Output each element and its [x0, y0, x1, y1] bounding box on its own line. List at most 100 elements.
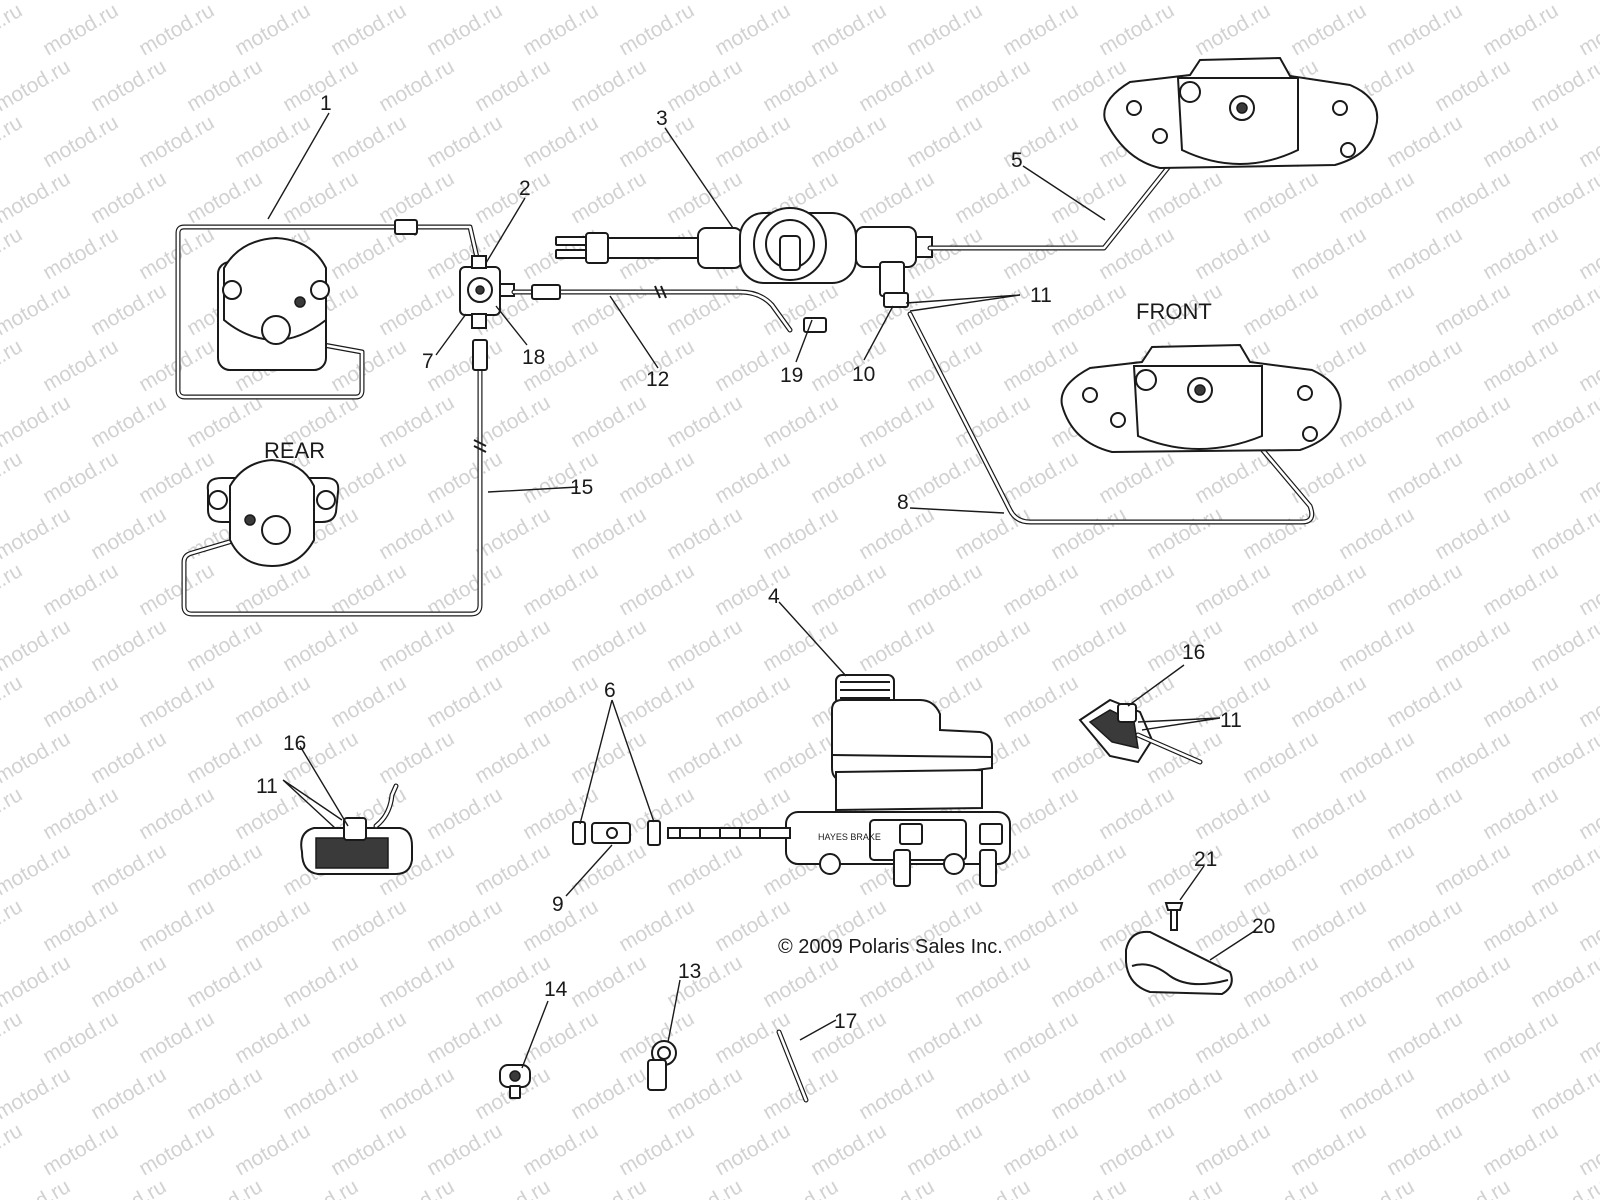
watermark-text: motod.ru [567, 1175, 650, 1200]
watermark-text: motod.ru [1383, 1119, 1466, 1180]
watermark-text: motod.ru [39, 1119, 122, 1180]
watermark-text: motod.ru [39, 0, 122, 60]
watermark-text: motod.ru [1383, 335, 1466, 396]
pushrod-clevis-assembly [572, 820, 791, 846]
watermark-text: motod.ru [1527, 55, 1600, 116]
watermark-text: motod.ru [951, 615, 1034, 676]
watermark-text: motod.ru [327, 559, 410, 620]
watermark-text: motod.ru [327, 335, 410, 396]
callout-4: 4 [768, 585, 780, 608]
watermark-text: motod.ru [1431, 503, 1514, 564]
watermark-text: motod.ru [1575, 559, 1600, 620]
watermark-text: motod.ru [1287, 0, 1370, 60]
callout-12: 12 [646, 368, 669, 391]
watermark-text: motod.ru [87, 279, 170, 340]
watermark-text: motod.ru [951, 1175, 1034, 1200]
watermark-text: motod.ru [0, 839, 74, 900]
watermark-text: motod.ru [759, 951, 842, 1012]
watermark-text: motod.ru [471, 839, 554, 900]
watermark-text: motod.ru [663, 1175, 746, 1200]
clamp-20 [1125, 930, 1233, 996]
watermark-text: motod.ru [615, 0, 698, 60]
watermark-text: motod.ru [0, 783, 26, 844]
watermark-text: motod.ru [0, 559, 26, 620]
master-cylinder: HAYES BRAKE [785, 674, 1011, 887]
watermark-text: motod.ru [1047, 503, 1130, 564]
front-section-label: FRONT [1136, 299, 1212, 324]
watermark-text: motod.ru [87, 0, 170, 4]
watermark-text: motod.ru [903, 559, 986, 620]
watermark-text: motod.ru [1143, 1175, 1226, 1200]
watermark-text: motod.ru [1143, 1063, 1226, 1124]
watermark-text: motod.ru [1095, 783, 1178, 844]
watermark-text: motod.ru [567, 391, 650, 452]
watermark-text: motod.ru [1575, 671, 1600, 732]
watermark-text: motod.ru [0, 1119, 26, 1180]
brake-tee-junction [459, 255, 515, 329]
callout-13: 13 [678, 960, 701, 983]
watermark-text: motod.ru [1335, 1175, 1418, 1200]
hose-clip-14 [499, 1064, 531, 1099]
watermark-text: motod.ru [1287, 1119, 1370, 1180]
watermark-text: motod.ru [1335, 503, 1418, 564]
watermark-text: motod.ru [1287, 223, 1370, 284]
watermark-text: motod.ru [39, 559, 122, 620]
watermark-text: motod.ru [903, 111, 986, 172]
watermark-text: motod.ru [1383, 223, 1466, 284]
watermark-text: motod.ru [1383, 1007, 1466, 1068]
watermark-text: motod.ru [1431, 391, 1514, 452]
callout-19: 19 [780, 364, 803, 387]
watermark-text: motod.ru [471, 727, 554, 788]
watermark-text: motod.ru [807, 559, 890, 620]
watermark-text: motod.ru [855, 391, 938, 452]
watermark-text: motod.ru [807, 447, 890, 508]
watermark-text: motod.ru [87, 391, 170, 452]
watermark-text: motod.ru [183, 727, 266, 788]
front-caliper-lower [1060, 343, 1342, 454]
watermark-text: motod.ru [1479, 1119, 1562, 1180]
watermark-text: motod.ru [999, 1007, 1082, 1068]
watermark-text: motod.ru [759, 0, 842, 4]
watermark-text: motod.ru [1479, 223, 1562, 284]
callout-16-left-detail: 16 [283, 732, 306, 755]
watermark-text: motod.ru [567, 951, 650, 1012]
watermark-text: motod.ru [135, 895, 218, 956]
watermark-text: motod.ru [951, 279, 1034, 340]
watermark-text: motod.ru [903, 447, 986, 508]
watermark-text: motod.ru [1287, 783, 1370, 844]
watermark-text: motod.ru [1191, 783, 1274, 844]
watermark-text: motod.ru [1575, 447, 1600, 508]
watermark-text: motod.ru [1143, 167, 1226, 228]
callout-8: 8 [897, 491, 909, 514]
watermark-text: motod.ru [1575, 223, 1600, 284]
watermark-text: motod.ru [1191, 1007, 1274, 1068]
watermark-text: motod.ru [663, 55, 746, 116]
watermark-text: motod.ru [1335, 391, 1418, 452]
watermark-text: motod.ru [807, 1119, 890, 1180]
watermark-text: motod.ru [1335, 727, 1418, 788]
watermark-text: motod.ru [1479, 335, 1562, 396]
proportioning-valve [555, 207, 933, 333]
watermark-text: motod.ru [231, 1119, 314, 1180]
watermark-text: motod.ru [375, 167, 458, 228]
watermark-text: motod.ru [759, 1063, 842, 1124]
watermark-text: motod.ru [519, 783, 602, 844]
callout-2: 2 [519, 177, 531, 200]
watermark-text: motod.ru [1287, 559, 1370, 620]
watermark-text: motod.ru [1527, 839, 1600, 900]
watermark-text: motod.ru [519, 0, 602, 60]
watermark-text: motod.ru [567, 503, 650, 564]
screw-21 [1164, 902, 1184, 931]
caliper-bleeder-detail-right [1078, 698, 1203, 765]
watermark-text: motod.ru [87, 167, 170, 228]
rear-brake-line-1 [175, 219, 481, 400]
caliper-bleeder-detail-left [300, 783, 413, 875]
watermark-text: motod.ru [1143, 0, 1226, 4]
watermark-text: motod.ru [999, 0, 1082, 60]
watermark-text: motod.ru [327, 111, 410, 172]
watermark-text: motod.ru [375, 1175, 458, 1200]
watermark-text: motod.ru [471, 55, 554, 116]
watermark-text: motod.ru [1191, 0, 1274, 60]
watermark-text: motod.ru [951, 0, 1034, 4]
